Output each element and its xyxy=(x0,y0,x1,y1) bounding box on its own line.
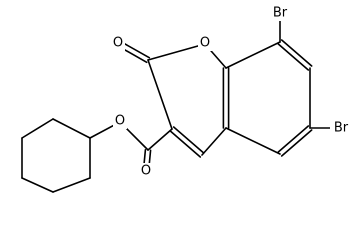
bond-c8-c7-a xyxy=(277,43,310,71)
bond-c4a-c4 xyxy=(201,127,227,156)
bond-ring-5 xyxy=(21,118,54,139)
bond-c2-o1 xyxy=(147,43,206,61)
bond-c4-c3-a xyxy=(172,126,205,154)
bond-c6-c5-a xyxy=(277,125,310,153)
atom-label-o-carbonyl-ester: O xyxy=(141,164,151,179)
bond-c3-cester xyxy=(147,128,173,151)
bonds xyxy=(21,12,342,193)
atom-br-8: Br xyxy=(269,5,291,21)
bond-c6-c5-b xyxy=(280,129,313,157)
atom-labels: O O O O Br Br xyxy=(111,5,352,179)
atom-label-br-8: Br xyxy=(273,6,288,21)
bond-c8a-c8 xyxy=(225,41,281,69)
bond-ring-6 xyxy=(52,118,91,139)
atom-label-o-ester: O xyxy=(115,114,125,129)
bond-ring-2 xyxy=(52,177,91,193)
atom-o-carbonyl-lactone: O xyxy=(111,35,125,51)
atom-o-carbonyl-ester: O xyxy=(139,163,153,179)
atom-label-br-6: Br xyxy=(334,121,349,136)
bond-c5-c4a xyxy=(225,127,281,155)
atom-label-o-ring: O xyxy=(200,36,210,51)
atom-o-ester: O xyxy=(113,113,127,129)
bond-c8-c7-b xyxy=(280,39,313,67)
bond-ring-3 xyxy=(21,177,54,193)
bond-c4-c3-b xyxy=(169,130,202,158)
atom-o-ring: O xyxy=(198,35,212,51)
atom-br-6: Br xyxy=(330,120,352,136)
atom-label-o-carbonyl-lactone: O xyxy=(113,36,123,51)
chemical-structure: O O O O Br Br xyxy=(21,5,352,193)
bond-c3-c2 xyxy=(147,59,173,130)
